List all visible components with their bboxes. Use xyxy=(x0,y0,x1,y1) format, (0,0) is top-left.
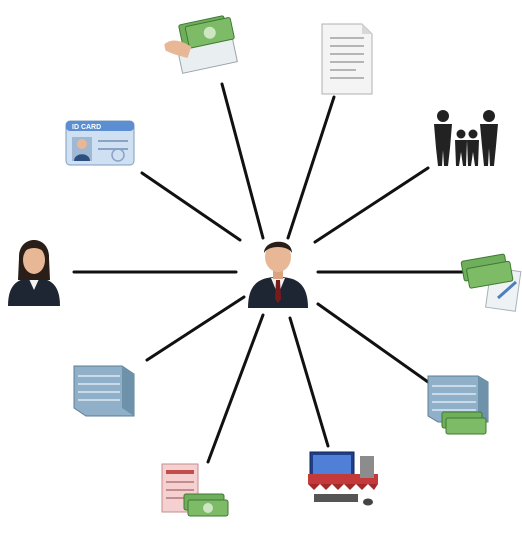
family-icon xyxy=(434,110,498,166)
computer-store-icon xyxy=(308,451,378,506)
connector-id-card xyxy=(140,171,242,242)
businessman-icon xyxy=(248,241,308,308)
connector-invoice-money xyxy=(206,313,265,464)
office-building-icon xyxy=(73,365,135,417)
connector-family xyxy=(313,166,430,244)
id-card-label: ID CARD xyxy=(72,124,101,131)
connector-money-payment xyxy=(220,82,265,240)
money-contract-icon xyxy=(460,253,522,312)
connector-bank-money xyxy=(316,302,430,384)
connector-document xyxy=(286,95,336,240)
cash-hand-payment-icon xyxy=(164,15,238,74)
connector-office-building xyxy=(145,295,246,362)
bank-money-icon xyxy=(427,375,489,435)
document-icon xyxy=(321,23,373,95)
invoice-money-icon xyxy=(161,463,229,517)
connectors xyxy=(72,82,464,464)
id-card-icon: ID CARD xyxy=(65,120,135,166)
connector-computer-store xyxy=(288,316,330,448)
businesswoman-icon xyxy=(8,240,60,306)
